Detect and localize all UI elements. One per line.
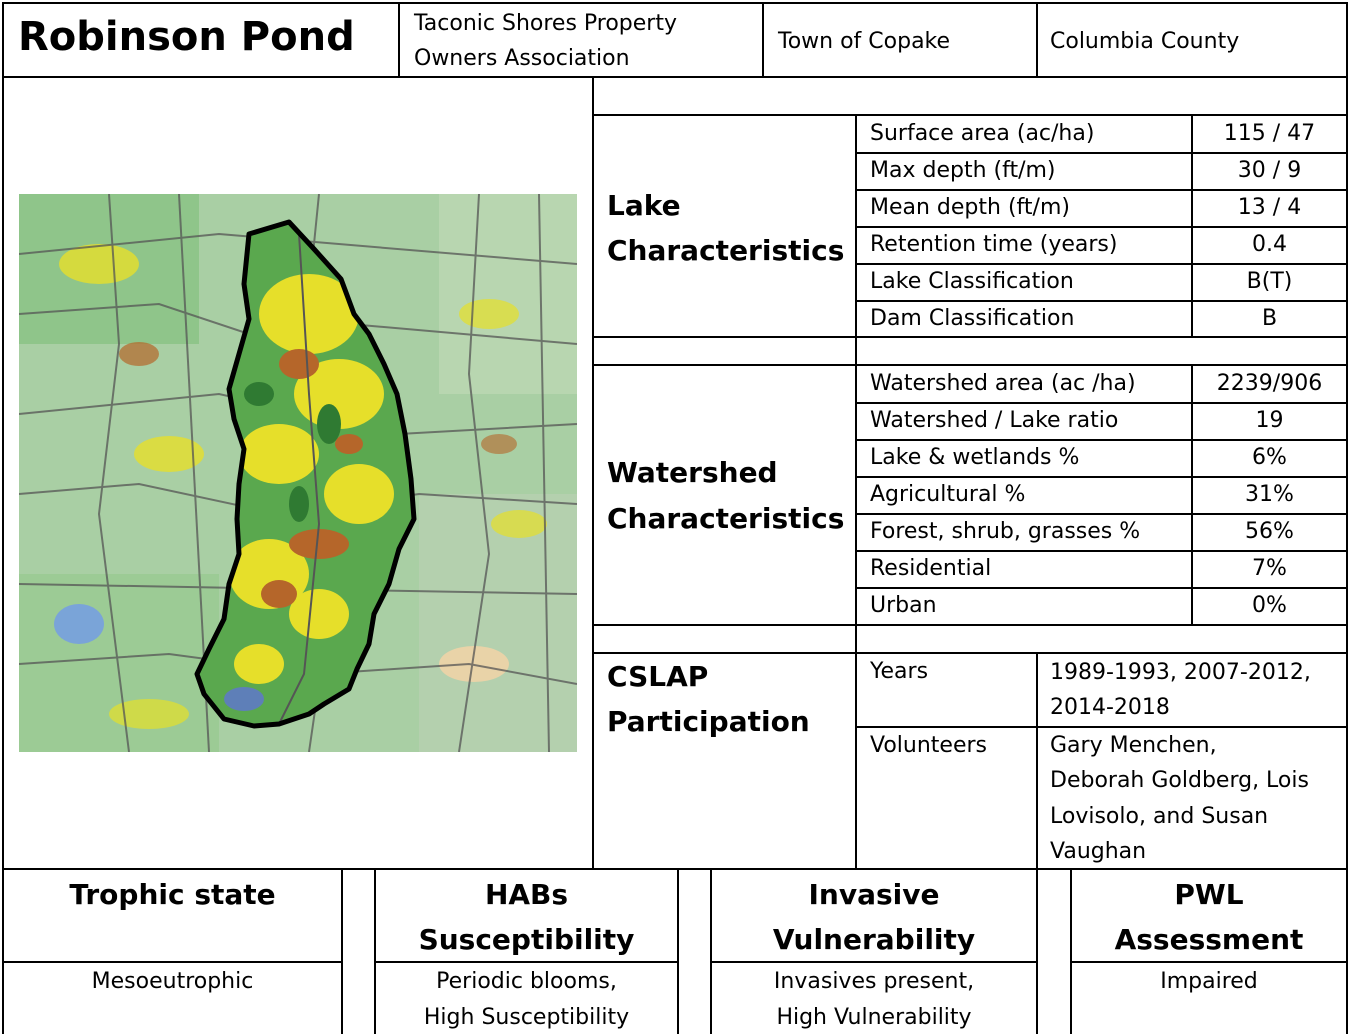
lake-row-value: B [1261,306,1278,331]
lake-row-value: 30 / 9 [1237,158,1302,183]
lake-row-value: 13 / 4 [1237,195,1302,220]
watershed-row-value: 2239/906 [1216,371,1323,396]
watershed-row-label: Watershed area (ac /ha) [870,371,1136,396]
watershed-row-label: Agricultural % [870,482,1026,507]
watershed-row-label: Watershed / Lake ratio [870,408,1119,433]
lake-row-label: Dam Classification [870,306,1075,331]
watershed-row-value: 0% [1252,593,1287,618]
watershed-map-icon [19,194,577,752]
lake-row-value: B(T) [1246,269,1293,294]
town-name: Town of Copake [778,29,951,54]
page-title: Robinson Pond [18,14,355,60]
association-line-2: Owners Association [414,46,630,71]
lake-row-label: Retention time (years) [870,232,1118,257]
invasive-heading-line-2: Vulnerability [772,923,976,956]
watershed-row-label: Lake & wetlands % [870,445,1080,470]
trophic-state-value: Mesoeutrophic [91,969,254,994]
watershed-row-label: Residential [870,556,992,581]
invasive-value-line-1: Invasives present, [773,969,975,994]
watershed-row-value: 7% [1252,556,1287,581]
cslap-volunteers-line-2: Deborah Goldberg, Lois [1050,768,1309,793]
watershed-map-image [19,194,577,752]
cslap-heading-line-2: Participation [607,705,810,738]
cslap-years-line-1: 1989-1993, 2007-2012, [1050,660,1311,685]
watershed-row-label: Forest, shrub, grasses % [870,519,1141,544]
cslap-volunteers-line-1: Gary Menchen, [1050,733,1217,758]
pwl-value: Impaired [1160,969,1258,994]
habs-heading-line-2: Susceptibility [418,923,635,956]
pwl-heading-line-1: PWL [1174,878,1244,911]
habs-value-line-2: High Susceptibility [423,1005,630,1030]
association-line-1: Taconic Shores Property [414,11,677,36]
lake-heading-line-2: Characteristics [607,234,845,267]
county-name: Columbia County [1050,29,1240,54]
lake-row-label: Lake Classification [870,269,1074,294]
watershed-row-value: 31% [1245,482,1294,507]
invasive-value-line-2: High Vulnerability [776,1005,972,1030]
lake-row-value: 115 / 47 [1223,121,1316,146]
watershed-row-value: 56% [1245,519,1294,544]
lake-row-label: Surface area (ac/ha) [870,121,1095,146]
watershed-heading-line-2: Characteristics [607,502,845,535]
cslap-years-line-2: 2014-2018 [1050,695,1170,720]
lake-row-value: 0.4 [1252,232,1287,257]
lake-heading-line-1: Lake [607,189,681,222]
watershed-row-label: Urban [870,593,937,618]
invasive-heading-line-1: Invasive [808,878,940,911]
lake-row-label: Mean depth (ft/m) [870,195,1070,220]
watershed-row-value: 19 [1255,408,1284,433]
trophic-state-heading: Trophic state [69,878,276,911]
watershed-row-value: 6% [1252,445,1287,470]
cslap-years-label: Years [870,659,929,684]
pwl-heading-line-2: Assessment [1114,923,1304,956]
cslap-volunteers-line-3: Lovisolo, and Susan [1050,804,1269,829]
cslap-volunteers-label: Volunteers [870,733,988,758]
habs-value-line-1: Periodic blooms, [436,969,617,994]
watershed-heading-line-1: Watershed [607,456,778,489]
cslap-heading-line-1: CSLAP [607,660,709,693]
cslap-volunteers-line-4: Vaughan [1050,839,1147,864]
habs-heading-line-1: HABs [484,878,569,911]
lake-row-label: Max depth (ft/m) [870,158,1056,183]
